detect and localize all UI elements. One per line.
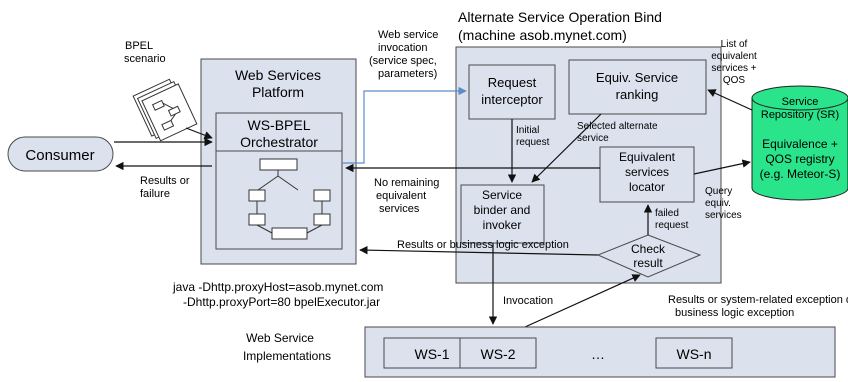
equiv-ranking-1: Equiv. Service bbox=[596, 70, 678, 85]
initial-request-1: Initial bbox=[516, 125, 539, 136]
list-equiv-arrow bbox=[707, 89, 753, 111]
selected-alternate-arrow bbox=[531, 113, 602, 183]
ws-ellipsis: … bbox=[591, 346, 605, 362]
platform-title-2: Platform bbox=[252, 84, 304, 100]
binder-2: binder and bbox=[474, 203, 531, 217]
ws-n-label: WS-n bbox=[677, 346, 712, 362]
no-remaining-3: services bbox=[379, 203, 420, 215]
workflow-diagram bbox=[248, 158, 331, 240]
check-result-diamond bbox=[596, 234, 702, 278]
ws-invocation-1: Web service bbox=[378, 29, 438, 41]
no-remaining-1: No remaining bbox=[374, 177, 439, 189]
list-equiv-4: QOS bbox=[723, 75, 746, 86]
list-equiv-2: equivalent bbox=[711, 51, 757, 62]
list-equiv-3: services + bbox=[711, 63, 756, 74]
repository-title-1: Service bbox=[782, 96, 819, 108]
results-business-arrow bbox=[359, 245, 599, 256]
scenario-arrow bbox=[185, 127, 213, 140]
invocation-label: Invocation bbox=[503, 295, 553, 307]
check-result-2: result bbox=[633, 256, 663, 270]
query-equiv-2: equiv. bbox=[705, 198, 731, 209]
selected-alt-2: service bbox=[577, 133, 609, 144]
ws-invocation-4: parameters) bbox=[378, 68, 437, 80]
ws-impl-label-1: Web Service bbox=[246, 331, 314, 345]
results-failure-2: failure bbox=[140, 188, 170, 200]
java-cmd-2: -Dhttp.proxyPort=80 bpelExecutor.jar bbox=[183, 295, 380, 309]
query-equiv-arrow bbox=[693, 159, 751, 175]
repository-title-2: Repository (SR) bbox=[761, 109, 839, 121]
query-equiv-1: Query bbox=[705, 186, 732, 197]
selected-alt-1: Selected alternate bbox=[577, 121, 658, 132]
request-interceptor-1: Request bbox=[488, 75, 537, 90]
orchestrator-title-1: WS-BPEL bbox=[247, 117, 310, 133]
bpel-scenario-icon bbox=[132, 78, 198, 142]
results-system-arrow bbox=[524, 274, 641, 328]
equiv-ranking-box bbox=[568, 59, 707, 115]
failed-request-2: request bbox=[655, 220, 689, 231]
equiv-locator-1: Equivalent bbox=[619, 150, 676, 164]
list-equiv-1: List of bbox=[721, 39, 748, 50]
platform-title-1: Web Services bbox=[235, 67, 321, 83]
query-equiv-3: services bbox=[705, 210, 742, 221]
check-result-1: Check bbox=[631, 242, 666, 256]
orchestrator-box bbox=[215, 112, 343, 250]
repository-body-2: QOS registry bbox=[765, 152, 834, 166]
orchestrator-title-2: Orchestrator bbox=[240, 134, 318, 150]
ws-invocation-3: (service spec, bbox=[369, 55, 437, 67]
ws-2-label: WS-2 bbox=[481, 346, 516, 362]
results-system-2: business logic exception bbox=[675, 307, 794, 319]
no-remaining-2: equivalent bbox=[376, 190, 426, 202]
results-failure-1: Results or bbox=[140, 175, 190, 187]
request-interceptor-2: interceptor bbox=[481, 92, 543, 107]
consumer-node bbox=[7, 136, 114, 172]
ws-invocation-arrow bbox=[342, 86, 467, 164]
equiv-locator-3: locator bbox=[629, 180, 665, 194]
java-cmd-1: java -Dhttp.proxyHost=asob.mynet.com bbox=[172, 280, 383, 294]
ws-n-box bbox=[655, 337, 733, 369]
asob-machine: (machine asob.mynet.com) bbox=[458, 27, 627, 43]
equiv-ranking-2: ranking bbox=[616, 87, 659, 102]
ws-2-box bbox=[459, 337, 537, 369]
repository-body-1: Equivalence + bbox=[762, 137, 838, 151]
bpel-scenario-label-2: scenario bbox=[124, 53, 166, 65]
binder-3: invoker bbox=[483, 218, 522, 232]
asob-title: Alternate Service Operation Bind bbox=[458, 9, 662, 25]
ws-impl-label-2: Implementations bbox=[243, 349, 331, 363]
initial-request-2: request bbox=[516, 137, 550, 148]
binder-box bbox=[460, 184, 545, 244]
equiv-locator-2: services bbox=[625, 165, 669, 179]
ws-invocation-2: invocation bbox=[378, 42, 428, 54]
bpel-scenario-label-1: BPEL bbox=[125, 40, 153, 52]
binder-1: Service bbox=[482, 188, 522, 202]
service-repository bbox=[751, 85, 848, 201]
equiv-locator-box bbox=[599, 146, 695, 203]
ws-1-label: WS-1 bbox=[415, 346, 450, 362]
results-system-1: Results or system-related exception or bbox=[668, 294, 848, 306]
repository-body-3: (e.g. Meteor-S) bbox=[760, 167, 841, 181]
results-business-label: Results or business logic exception bbox=[397, 239, 569, 251]
consumer-label: Consumer bbox=[25, 147, 94, 164]
failed-request-1: failed bbox=[655, 208, 679, 219]
